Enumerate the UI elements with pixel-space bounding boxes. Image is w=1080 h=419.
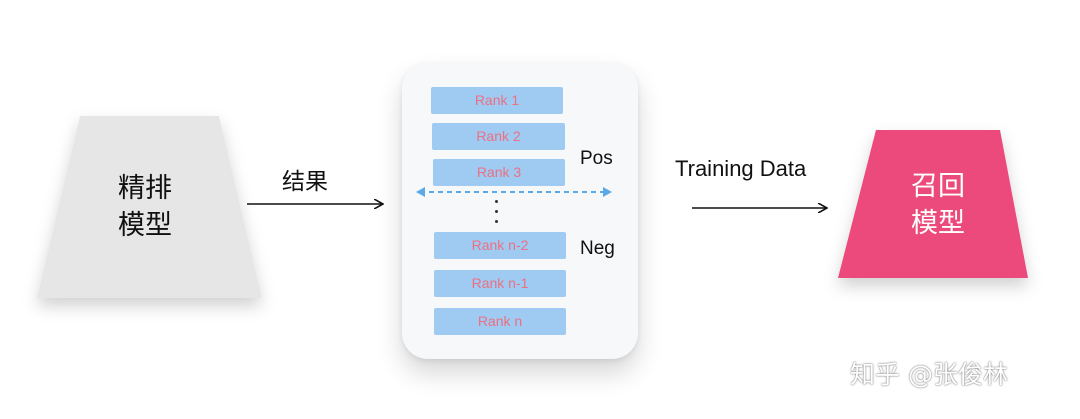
rank-item: Rank n <box>434 308 566 335</box>
watermark: 知乎 @张俊林 <box>850 360 1008 389</box>
rank-item: Rank n-2 <box>434 232 566 259</box>
pos-label: Pos <box>580 148 613 169</box>
recall-model-label: 召回 模型 <box>898 168 978 242</box>
training-data-label: Training Data <box>675 156 807 181</box>
recall-model-label-line2: 模型 <box>911 208 965 239</box>
rank-model-label: 精排 模型 <box>105 170 185 244</box>
rank-model-shape <box>37 116 262 298</box>
neg-label: Neg <box>580 238 615 259</box>
rank-item: Rank n-1 <box>434 270 566 297</box>
rank-model-label-line1: 精排 <box>118 173 172 204</box>
result-label: 结果 <box>282 169 328 195</box>
rank-item: Rank 3 <box>433 159 565 186</box>
rank-item: Rank 1 <box>431 87 563 114</box>
recall-model-shape <box>838 130 1028 278</box>
ellipsis-dots <box>493 200 499 226</box>
rank-item: Rank 2 <box>432 123 565 150</box>
rank-model-label-line2: 模型 <box>118 210 172 241</box>
recall-model-label-line1: 召回 <box>911 171 965 202</box>
pos-neg-divider <box>416 187 612 197</box>
